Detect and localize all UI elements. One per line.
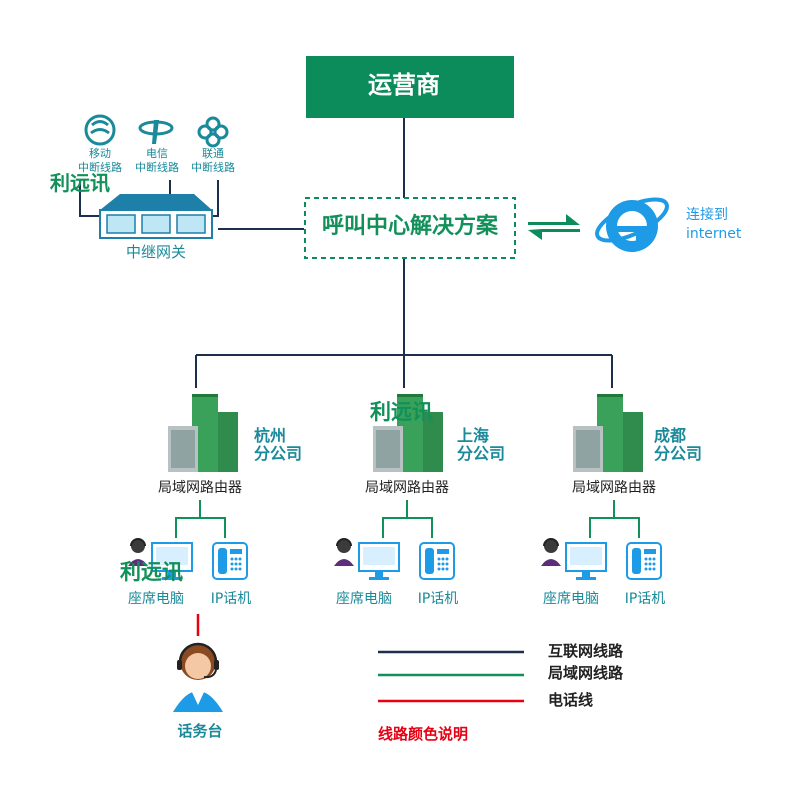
chengdu-city: 成都 — [654, 426, 687, 445]
chengdu-router-label: 局域网路由器 — [572, 480, 656, 496]
internet-label-line2: internet — [686, 226, 742, 242]
trunk-mobile-line: 中断线路 — [78, 161, 122, 174]
trunk-unicom-name: 联通 — [202, 147, 224, 160]
watermark-3: 利远讯 — [120, 560, 183, 584]
chengdu-pc-label: 座席电脑 — [543, 591, 599, 607]
china-mobile-icon — [84, 114, 116, 146]
legend-title: 线路颜色说明 — [378, 725, 469, 743]
internet-lines — [79, 118, 613, 388]
hangzhou-ip-phone-icon — [212, 542, 248, 580]
watermark-2: 利远讯 — [370, 400, 433, 424]
legend-phone-label: 电话线 — [548, 691, 594, 709]
chengdu-pc-icon — [565, 542, 607, 581]
shanghai-suffix: 分公司 — [457, 444, 506, 463]
hangzhou-router-label: 局域网路由器 — [158, 480, 242, 496]
trunk-telecom-line: 中断线路 — [135, 161, 179, 174]
gateway-label: 中继网关 — [125, 243, 187, 261]
hangzhou-suffix: 分公司 — [254, 444, 303, 463]
trunk-gateway-device — [99, 194, 213, 239]
chengdu-agent-icon — [540, 538, 562, 567]
shanghai-pc-icon — [358, 542, 400, 581]
chengdu-suffix: 分公司 — [654, 444, 703, 463]
shanghai-agent-icon — [333, 538, 355, 567]
internet-explorer-icon — [595, 197, 669, 252]
hangzhou-phone-label: IP话机 — [210, 591, 252, 607]
china-unicom-icon — [197, 116, 229, 148]
hangzhou-city: 杭州 — [254, 426, 287, 445]
internet-label-line1: 连接到 — [686, 207, 728, 223]
shanghai-router-label: 局域网路由器 — [365, 480, 449, 496]
hangzhou-pc-label: 座席电脑 — [128, 591, 184, 607]
bidirectional-arrow-icon — [528, 214, 580, 240]
solution-label: 呼叫中心解决方案 — [321, 214, 499, 239]
chengdu-ip-phone-icon — [626, 542, 662, 580]
operator-label: 运营商 — [368, 71, 440, 99]
trunk-mobile-name: 移动 — [89, 147, 111, 160]
legend-lan-label: 局域网线路 — [548, 664, 624, 682]
chengdu-building-icon — [573, 394, 643, 472]
operator-box — [306, 56, 514, 118]
shanghai-ip-phone-icon — [419, 542, 455, 580]
shanghai-phone-label: IP话机 — [417, 591, 459, 607]
shanghai-city: 上海 — [457, 426, 490, 445]
chengdu-phone-label: IP话机 — [624, 591, 666, 607]
hangzhou-building-icon — [168, 394, 238, 472]
solution-box — [304, 197, 516, 259]
china-telecom-icon — [138, 120, 174, 144]
watermark-1: 利远讯 — [50, 171, 110, 195]
shanghai-pc-label: 座席电脑 — [336, 591, 392, 607]
trunk-unicom-line: 中断线路 — [191, 161, 235, 174]
legend-internet-label: 互联网线路 — [548, 642, 624, 660]
operator-console-label: 话务台 — [177, 722, 223, 740]
operator-console-icon — [173, 642, 223, 712]
trunk-telecom-name: 电信 — [146, 147, 168, 160]
lan-lines — [175, 500, 640, 538]
